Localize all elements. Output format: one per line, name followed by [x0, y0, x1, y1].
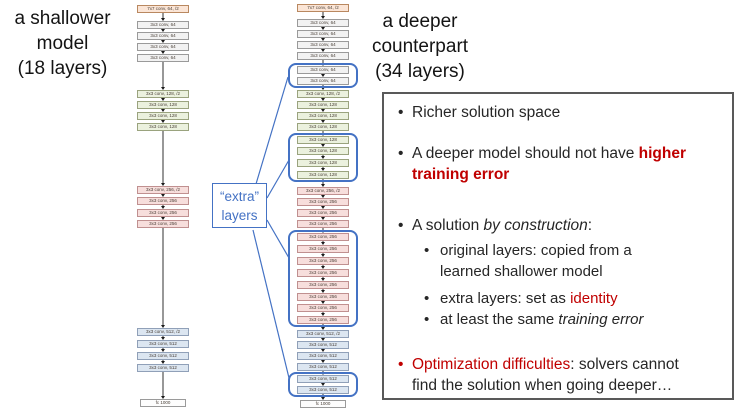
layer-box: 3x3 conv, 128	[137, 123, 189, 131]
layer-box: 3x3 conv, 64	[137, 54, 189, 62]
layer-box: 3x3 conv, 512	[297, 386, 349, 394]
deep-model-title: a deeper counterpart (34 layers)	[363, 9, 477, 84]
bullet-marker: •	[424, 290, 430, 307]
layer-box: 3x3 conv, 256	[297, 316, 349, 324]
bullet-item: • at least the same training error	[424, 309, 724, 330]
layer-box: 3x3 conv, 256	[297, 233, 349, 241]
bullet-text: Optimization difficulties: solvers canno…	[412, 356, 679, 394]
bullet-marker: •	[398, 356, 404, 373]
deep-title-line: (34 layers)	[375, 61, 465, 82]
key-points-panel: • Richer solution space • A deeper model sh…	[382, 92, 734, 400]
layer-box: 3x3 conv, 64	[297, 77, 349, 85]
bullet-text: extra layers: set as identity	[440, 290, 618, 307]
bullet-marker: •	[398, 217, 404, 234]
layer-box: 3x3 conv, 256	[137, 197, 189, 205]
layer-box: 3x3 conv, 512	[297, 363, 349, 371]
bullet-text: A solution by construction:	[412, 217, 593, 234]
bullet-text: Richer solution space	[412, 104, 561, 121]
extra-layers-label-line: layers	[221, 208, 258, 223]
bullet-marker: •	[398, 104, 404, 121]
layer-box: 3x3 conv, 256	[297, 293, 349, 301]
bullet-list: • Richer solution space • A deeper model sh…	[390, 102, 724, 396]
layer-box: 3x3 conv, 64	[137, 43, 189, 51]
layer-box: 3x3 conv, 512	[297, 341, 349, 349]
layer-box: 3x3 conv, 512	[137, 340, 189, 348]
layer-box: 3x3 conv, 256	[297, 257, 349, 265]
bullet-text: at least the same training error	[440, 311, 644, 328]
layer-box: 3x3 conv, 512, /2	[137, 328, 189, 336]
layer-box: 3x3 conv, 128, /2	[297, 90, 349, 98]
layer-box: 3x3 conv, 128	[297, 112, 349, 120]
layer-box: 3x3 conv, 256	[297, 281, 349, 289]
layer-box: fc 1000	[300, 400, 346, 408]
extra-layers-label-line: “extra”	[219, 189, 259, 204]
shallow-model-title: a shallower model (18 layers)	[5, 6, 120, 81]
bullet-item: • A solution by construction:	[398, 215, 724, 236]
layer-box: 3x3 conv, 64	[137, 21, 189, 29]
layer-box: 3x3 conv, 256	[297, 269, 349, 277]
layer-box: 3x3 conv, 128	[297, 159, 349, 167]
layer-box: 3x3 conv, 64	[297, 30, 349, 38]
layer-box: 3x3 conv, 64	[297, 41, 349, 49]
layer-box: 3x3 conv, 512	[297, 375, 349, 383]
layer-box: 3x3 conv, 64	[297, 52, 349, 60]
layer-box: 3x3 conv, 128	[137, 101, 189, 109]
layer-box: 3x3 conv, 512, /2	[297, 330, 349, 338]
layer-box: 3x3 conv, 64	[297, 66, 349, 74]
bullet-marker: •	[398, 145, 404, 162]
layer-box: 7x7 conv, 64, /2	[137, 5, 189, 13]
layer-box: 3x3 conv, 64	[297, 19, 349, 27]
layer-box: 3x3 conv, 256	[297, 209, 349, 217]
layer-box: 3x3 conv, 256	[137, 220, 189, 228]
layer-box: 3x3 conv, 512	[137, 364, 189, 372]
layer-box: 3x3 conv, 64	[137, 32, 189, 40]
bullet-item: • Optimization difficulties: solvers cann…	[398, 354, 724, 396]
layer-box: 3x3 conv, 256	[297, 245, 349, 253]
bullet-marker: •	[424, 242, 430, 259]
deep-title-line: a deeper	[382, 11, 458, 32]
layer-box: 3x3 conv, 128	[297, 123, 349, 131]
layer-box: 3x3 conv, 256	[297, 304, 349, 312]
bullet-marker: •	[424, 311, 430, 328]
layer-box: 3x3 conv, 256	[297, 198, 349, 206]
layer-box: 3x3 conv, 512	[297, 352, 349, 360]
layer-box: 3x3 conv, 512	[137, 352, 189, 360]
layer-box: fc 1000	[140, 399, 186, 407]
layer-box: 3x3 conv, 128	[297, 101, 349, 109]
layer-box: 3x3 conv, 128	[297, 136, 349, 144]
layer-box: 3x3 conv, 256	[297, 220, 349, 228]
bullet-item: • Richer solution space	[398, 102, 724, 123]
extra-layers-label: “extra” layers	[212, 183, 267, 228]
layer-box: 3x3 conv, 128	[137, 112, 189, 120]
bullet-item: • extra layers: set as identity	[424, 288, 724, 309]
layer-box: 3x3 conv, 128	[297, 171, 349, 179]
deep-title-line: counterpart	[371, 36, 469, 57]
layer-box: 3x3 conv, 256	[137, 209, 189, 217]
shallow-title-line: a shallower	[14, 8, 111, 29]
shallow-title-line: model	[36, 33, 89, 54]
layer-box: 3x3 conv, 128, /2	[137, 90, 189, 98]
layer-box: 3x3 conv, 256, /2	[297, 187, 349, 195]
layer-box: 7x7 conv, 64, /2	[297, 4, 349, 12]
shallow-title-line: (18 layers)	[17, 58, 108, 79]
layer-box: 3x3 conv, 256, /2	[137, 186, 189, 194]
layer-box: 3x3 conv, 128	[297, 147, 349, 155]
